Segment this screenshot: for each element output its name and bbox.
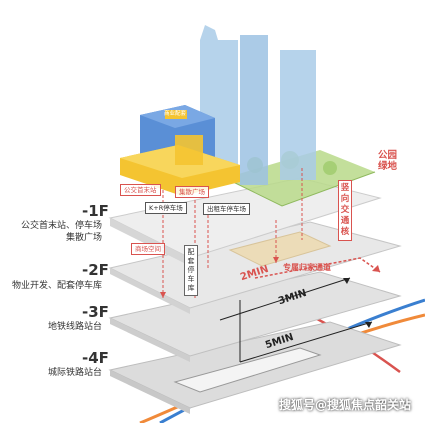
watermark: 搜狐号@搜狐焦点韶关站	[278, 398, 411, 412]
passage-arrow	[254, 257, 381, 279]
kr-parking-tag: K+R停车场	[145, 202, 187, 214]
commercial-tag: 商业配套	[164, 111, 187, 117]
parking-garage-tag: 配套停车库	[184, 245, 198, 296]
level-label-minus-3f: -3F	[82, 303, 109, 321]
level-desc-minus-4f: 城际铁路站台	[47, 368, 102, 378]
plaza-tag: 集散广场	[175, 186, 209, 198]
tower-2	[240, 35, 268, 185]
vertical-transport-tag: 竖向交通核	[338, 180, 352, 241]
level-label-minus-2f: -2F	[82, 261, 109, 279]
level-desc-line: 公交首末站、停车场	[20, 221, 102, 231]
level-desc-line: 集散广场	[65, 233, 102, 243]
level-label-minus-4f: -4F	[82, 349, 109, 367]
mall-space-tag: 商场空间	[131, 243, 165, 255]
time-arrows	[219, 277, 373, 363]
park-label: 公园绿地	[378, 150, 398, 172]
level-label-minus-1f: -1F	[82, 202, 109, 220]
passage-label: 专属归家通道	[283, 263, 331, 272]
taxi-parking-tag: 出租车停车场	[203, 203, 250, 215]
level-desc-minus-2f: 物业开发、配套停车库	[11, 281, 102, 291]
level-desc-minus-3f: 地铁线路站台	[47, 322, 102, 332]
yellow-small-label-box	[165, 110, 187, 119]
tower-3	[280, 50, 316, 180]
train	[173, 347, 322, 393]
bus-terminal-tag: 公交首末站	[120, 184, 161, 196]
level-desc-minus-1f: 公交首末站、停车场 集散广场	[7, 220, 102, 244]
courtyard	[228, 231, 332, 267]
